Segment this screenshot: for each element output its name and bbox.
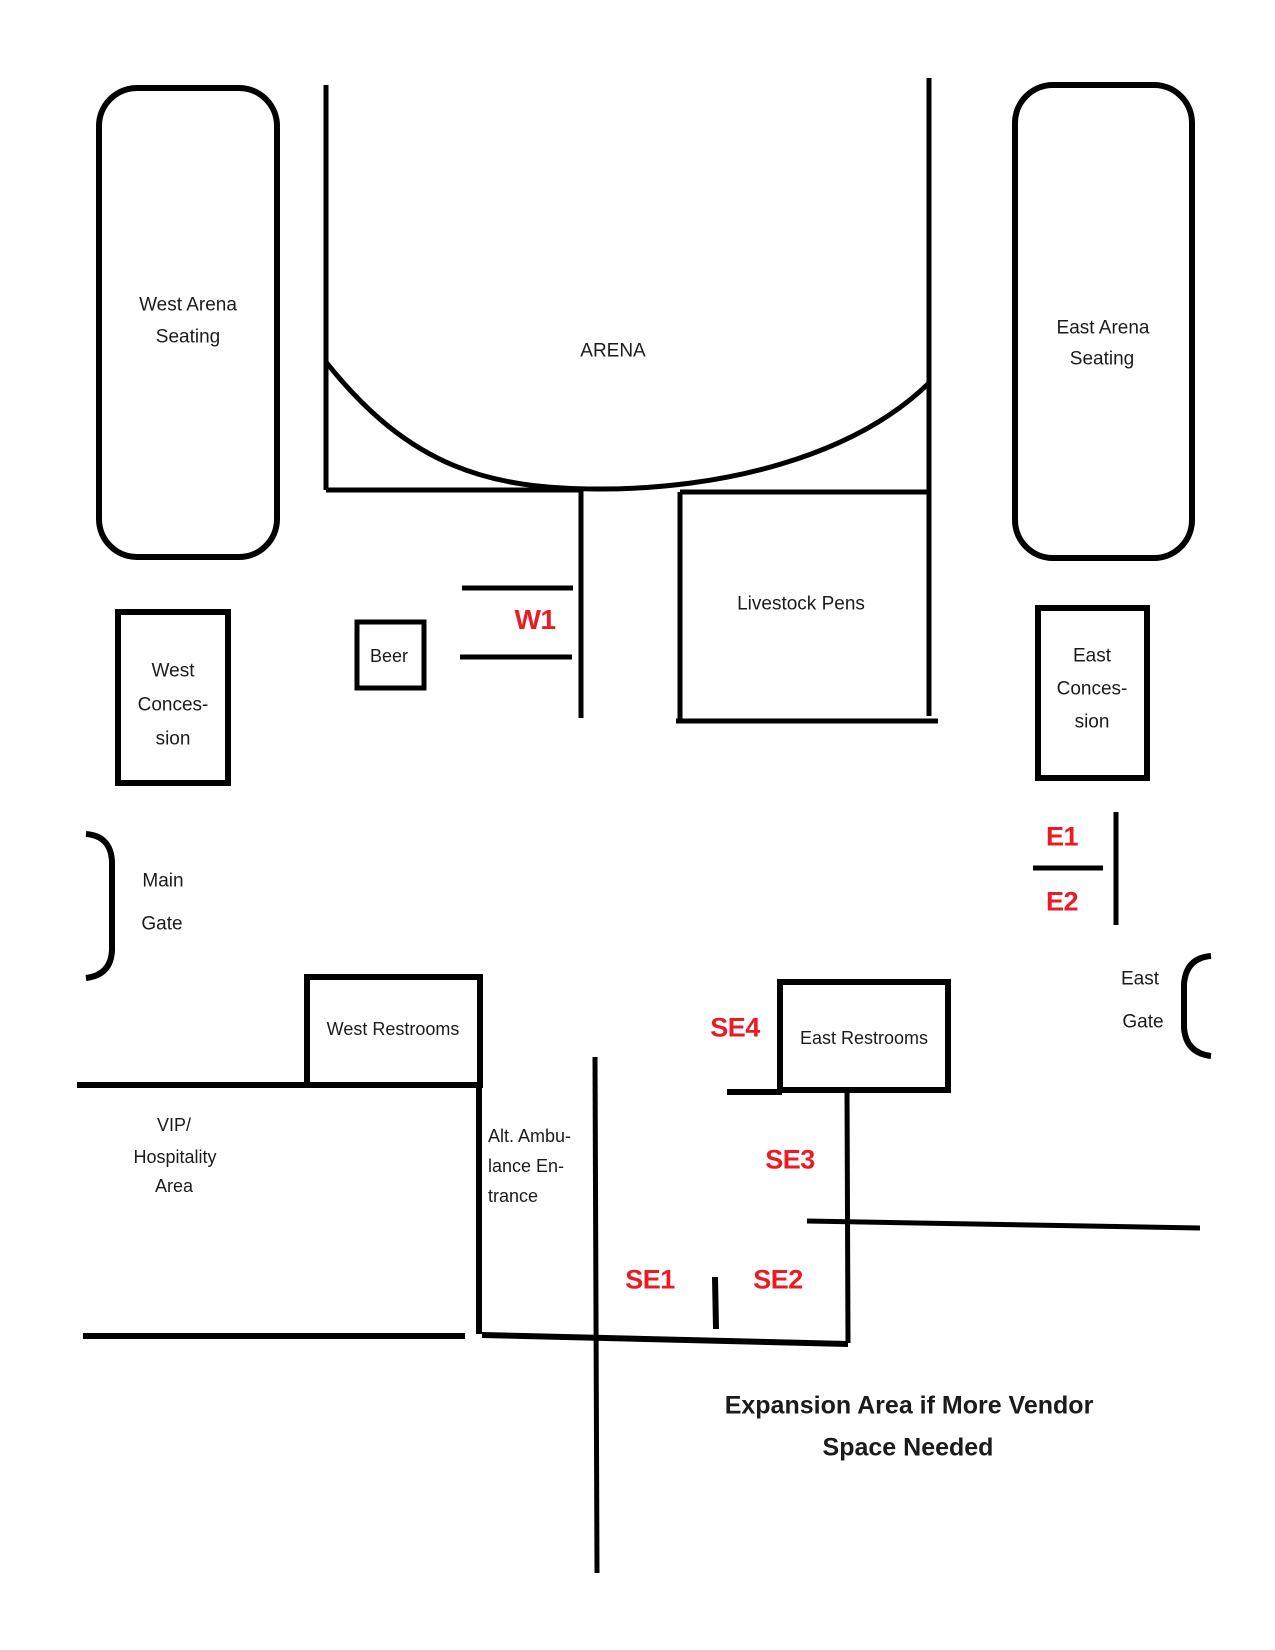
vendor-spot-w1-label: W1 xyxy=(514,604,557,635)
expansion-note-line2: Space Needed xyxy=(822,1433,994,1462)
se1-se2-divider-tick xyxy=(712,1276,719,1330)
west-concession-label-line2: Conces- xyxy=(137,694,209,716)
west-concession-label-line1: West xyxy=(151,660,195,682)
livestock-pens-label: Livestock Pens xyxy=(737,593,865,615)
vendor-spot-se3-label: SE3 xyxy=(765,1144,815,1175)
west-concession-outline xyxy=(115,609,231,786)
west-arena-seating-label-line2: Seating xyxy=(155,326,221,348)
east-arena-seating-label-line1: East Arena xyxy=(1056,317,1150,339)
vip-hospitality-label-line1: VIP/ xyxy=(156,1115,192,1135)
east-restrooms-outline xyxy=(777,979,951,1093)
vendor-spot-e2-label: E2 xyxy=(1045,886,1079,917)
se3-corridor-wall xyxy=(844,1089,851,1344)
east-concession-label-line2: Conces- xyxy=(1056,678,1128,700)
west-concession-label-line3: sion xyxy=(155,728,191,750)
west-arena-seating-label-line1: West Arena xyxy=(139,294,237,316)
beer-stand-label: Beer xyxy=(369,646,409,666)
east-concession-label-line1: East xyxy=(1072,645,1112,667)
east-concession-outline xyxy=(1035,605,1150,781)
east-arena-seating-label-line2: Seating xyxy=(1069,348,1135,370)
ambulance-corridor-east-wall xyxy=(592,1056,600,1574)
arena-label: ARENA xyxy=(580,340,646,362)
west-arena-seating-outline xyxy=(96,85,280,560)
expansion-note-line1: Expansion Area if More Vendor xyxy=(724,1391,1094,1420)
arena-chute-curve xyxy=(324,360,931,492)
beer-stand-outline xyxy=(354,619,427,691)
vip-hospitality-label-line2: Hospitality xyxy=(133,1147,217,1167)
east-gate-bracket xyxy=(1181,953,1212,1059)
vendor-spot-se1-label: SE1 xyxy=(625,1264,675,1295)
east-restrooms-label: East Restrooms xyxy=(799,1028,929,1048)
east-arena-seating-outline xyxy=(1012,82,1195,561)
main-gate-bracket xyxy=(85,831,115,981)
alt-ambulance-label-line1: Alt. Ambu- xyxy=(488,1126,572,1146)
east-access-road xyxy=(806,1218,1201,1231)
east-gate-label-line1: East xyxy=(1120,968,1160,990)
vendor-row-bottom-wall xyxy=(481,1332,849,1347)
alt-ambulance-label-line3: trance xyxy=(488,1186,539,1206)
vendor-spot-se4-label: SE4 xyxy=(710,1012,760,1043)
vip-hospitality-label-line3: Area xyxy=(154,1176,194,1196)
west-restrooms-label: West Restrooms xyxy=(326,1019,460,1039)
alt-ambulance-label-line2: lance En- xyxy=(488,1156,565,1176)
east-concession-label-line3: sion xyxy=(1074,711,1110,733)
vendor-spot-e1-label: E1 xyxy=(1045,821,1079,852)
east-gate-label-line2: Gate xyxy=(1122,1011,1164,1033)
main-gate-label-line2: Gate xyxy=(141,913,183,935)
vendor-spot-se2-label: SE2 xyxy=(753,1264,803,1295)
main-gate-label-line1: Main xyxy=(142,870,184,892)
